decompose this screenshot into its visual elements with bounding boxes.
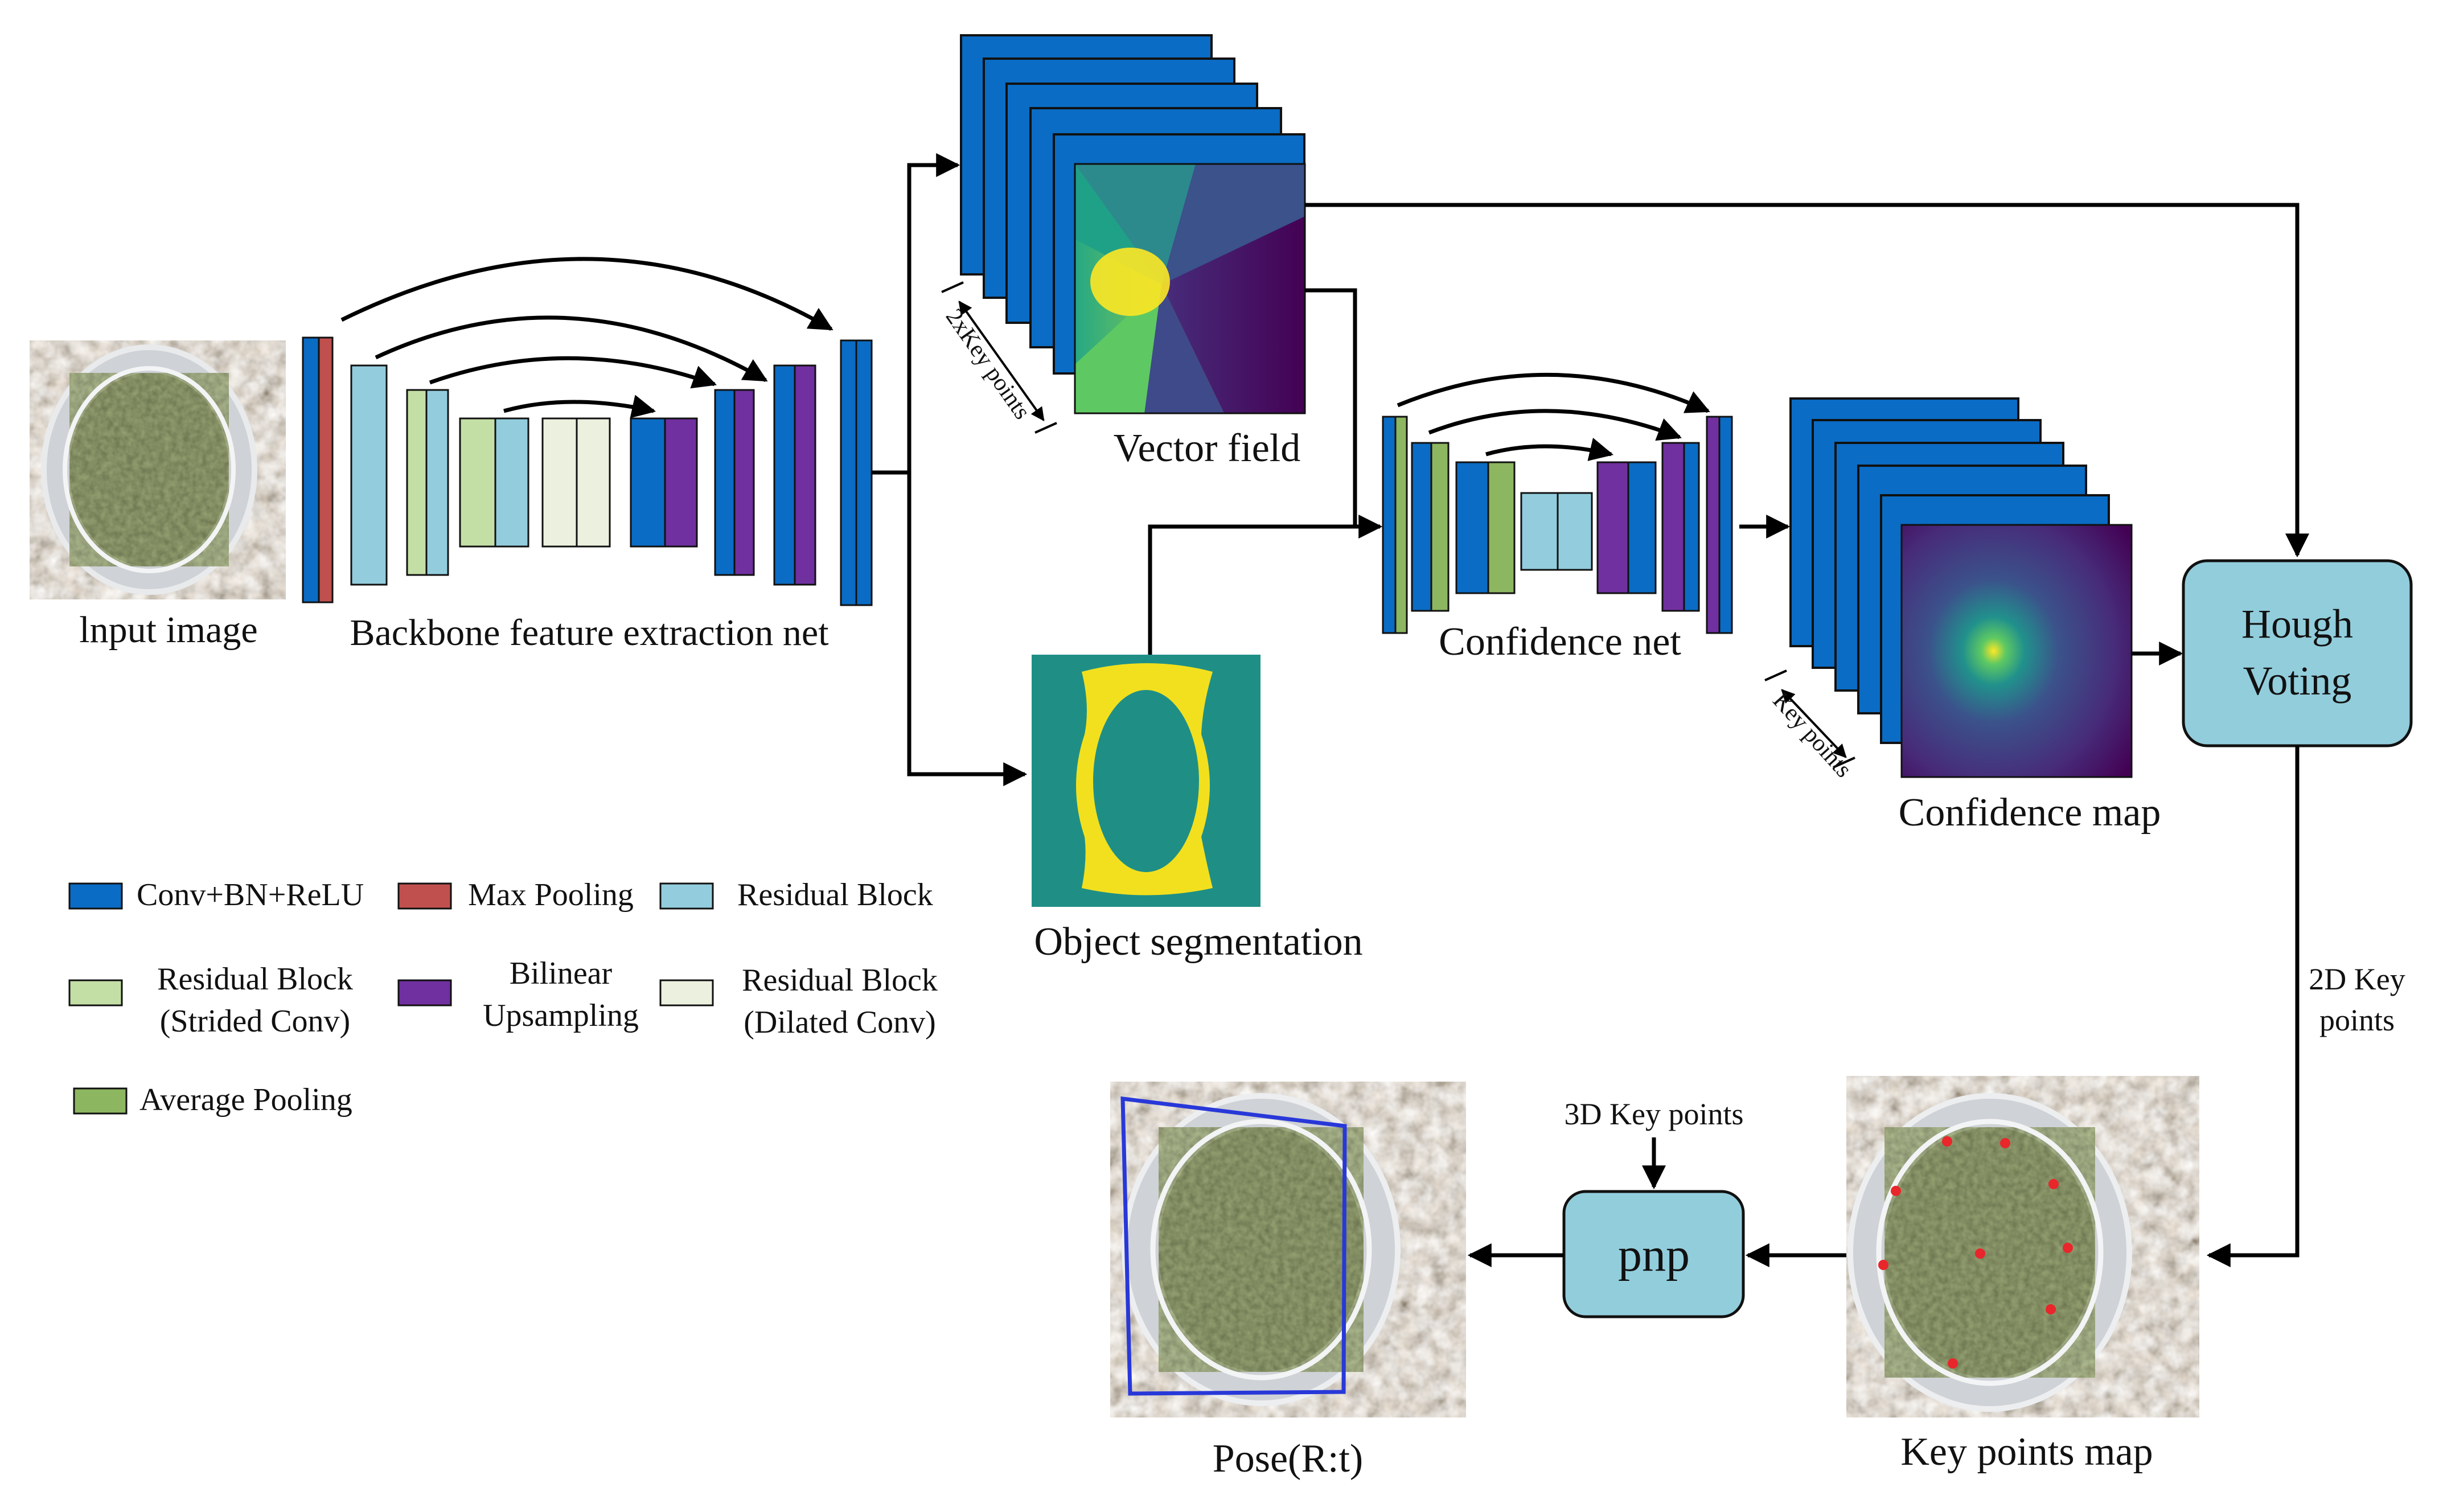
conf-conv-6 — [1718, 416, 1733, 634]
backbone-residual-3 — [494, 417, 529, 548]
pose-label: Pose(R:t) — [1213, 1437, 1363, 1481]
conf-upsample-3 — [1706, 416, 1721, 634]
key-points-map-label: Key points map — [1900, 1430, 2153, 1474]
legend-label-strided-1: Residual Block — [157, 962, 353, 997]
legend-item-residual: Residual Block — [659, 877, 933, 913]
legend-label-dilated-2: (Dilated Conv) — [744, 1005, 935, 1040]
backbone-conv-4 — [773, 364, 796, 586]
conf-residual-1 — [1520, 492, 1559, 571]
legend-label-upsample-1: Bilinear — [510, 956, 613, 991]
conf-conv-5 — [1683, 442, 1700, 612]
backbone-label: Backbone feature extraction net — [350, 612, 828, 654]
object-segmentation-label: Object segmentation — [1034, 920, 1362, 964]
conf-conv-2 — [1411, 442, 1432, 612]
input-image — [30, 340, 286, 599]
backbone-dilated-2 — [576, 417, 611, 548]
two-d-key-points-label-1: 2D Key — [2309, 962, 2405, 996]
to-confidence-net-arrows — [1148, 203, 2309, 655]
two-x-key-points-dimension — [941, 281, 1057, 434]
conf-conv-3 — [1455, 461, 1489, 594]
confidence-net — [1382, 416, 1733, 634]
backbone-upsample-3 — [794, 364, 816, 586]
vector-field-label: Vector field — [1114, 426, 1300, 470]
three-d-key-points-label: 3D Key points — [1565, 1097, 1744, 1131]
confidence-net-label: Confidence net — [1439, 620, 1681, 664]
key-points-map-image — [1846, 1076, 2199, 1418]
conf-avgpool-2 — [1430, 442, 1450, 612]
backbone-net — [302, 336, 873, 606]
legend-item-upsample: Bilinear Upsampling — [397, 956, 639, 1033]
backbone-residual-1 — [350, 364, 388, 586]
conf-upsample-1 — [1596, 461, 1629, 594]
backbone-upsample-2 — [733, 389, 755, 576]
backbone-conv-3 — [714, 389, 736, 576]
input-image-label: lnput image — [79, 609, 257, 651]
conf-conv-1 — [1382, 416, 1397, 634]
backbone-output-arrows — [872, 153, 1028, 786]
backbone-skip-connections — [340, 257, 834, 418]
backbone-upsample-1 — [664, 417, 698, 548]
pose-image — [1110, 1082, 1466, 1418]
legend-item-strided: Residual Block (Strided Conv) — [68, 962, 353, 1039]
legend-item-avgpool: Average Pooling — [73, 1082, 352, 1117]
hough-to-keypoints-arrow — [2206, 746, 2300, 1267]
conf-residual-2 — [1557, 492, 1593, 571]
backbone-maxpool-1 — [318, 336, 334, 603]
pnp-label: pnp — [1618, 1228, 1690, 1281]
legend-label-avgpool: Average Pooling — [139, 1082, 352, 1117]
two-d-key-points-label-2: points — [2319, 1003, 2395, 1037]
legend-label-conv: Conv+BN+ReLU — [137, 877, 364, 913]
conf-avgpool-3 — [1487, 461, 1516, 594]
conf-avgpool-1 — [1394, 416, 1408, 634]
legend-label-strided-2: (Strided Conv) — [160, 1004, 350, 1039]
pose-bounding-box — [1120, 1096, 1347, 1396]
backbone-strided-2 — [459, 417, 496, 548]
legend-label-maxpool: Max Pooling — [468, 877, 634, 913]
hough-voting-node: Hough Voting — [2182, 559, 2413, 747]
backbone-dilated-1 — [541, 417, 578, 548]
hough-voting-label-2: Voting — [2243, 658, 2352, 704]
object-segmentation-map — [1032, 655, 1260, 907]
confidence-map-heatmap — [1900, 524, 2133, 778]
red-keypoint-markers — [1878, 1136, 2073, 1369]
conf-conv-4 — [1627, 461, 1657, 594]
conf-upsample-2 — [1661, 442, 1685, 612]
hough-voting-label-1: Hough — [2241, 601, 2353, 647]
backbone-conv-2 — [630, 417, 666, 548]
pnp-node: pnp — [1562, 1190, 1745, 1318]
legend-label-dilated-1: Residual Block — [742, 963, 938, 998]
key-points-label: Key points — [1768, 688, 1857, 783]
legend-item-dilated: Residual Block (Dilated Conv) — [659, 963, 938, 1040]
backbone-strided-1 — [406, 389, 428, 576]
backbone-conv-1 — [302, 336, 320, 603]
legend: Conv+BN+ReLU Max Pooling Residual Block … — [68, 877, 938, 1117]
backbone-residual-2 — [425, 389, 449, 576]
legend-label-residual: Residual Block — [737, 877, 933, 913]
confidence-map-label: Confidence map — [1899, 791, 2161, 835]
legend-item-conv: Conv+BN+ReLU — [68, 877, 364, 913]
legend-label-upsample-2: Upsampling — [483, 998, 639, 1033]
vector-field-map — [1075, 164, 1305, 413]
confidence-net-skip-connections — [1397, 372, 1710, 461]
key-points-dimension — [1764, 669, 1855, 769]
legend-item-maxpool: Max Pooling — [397, 877, 634, 913]
